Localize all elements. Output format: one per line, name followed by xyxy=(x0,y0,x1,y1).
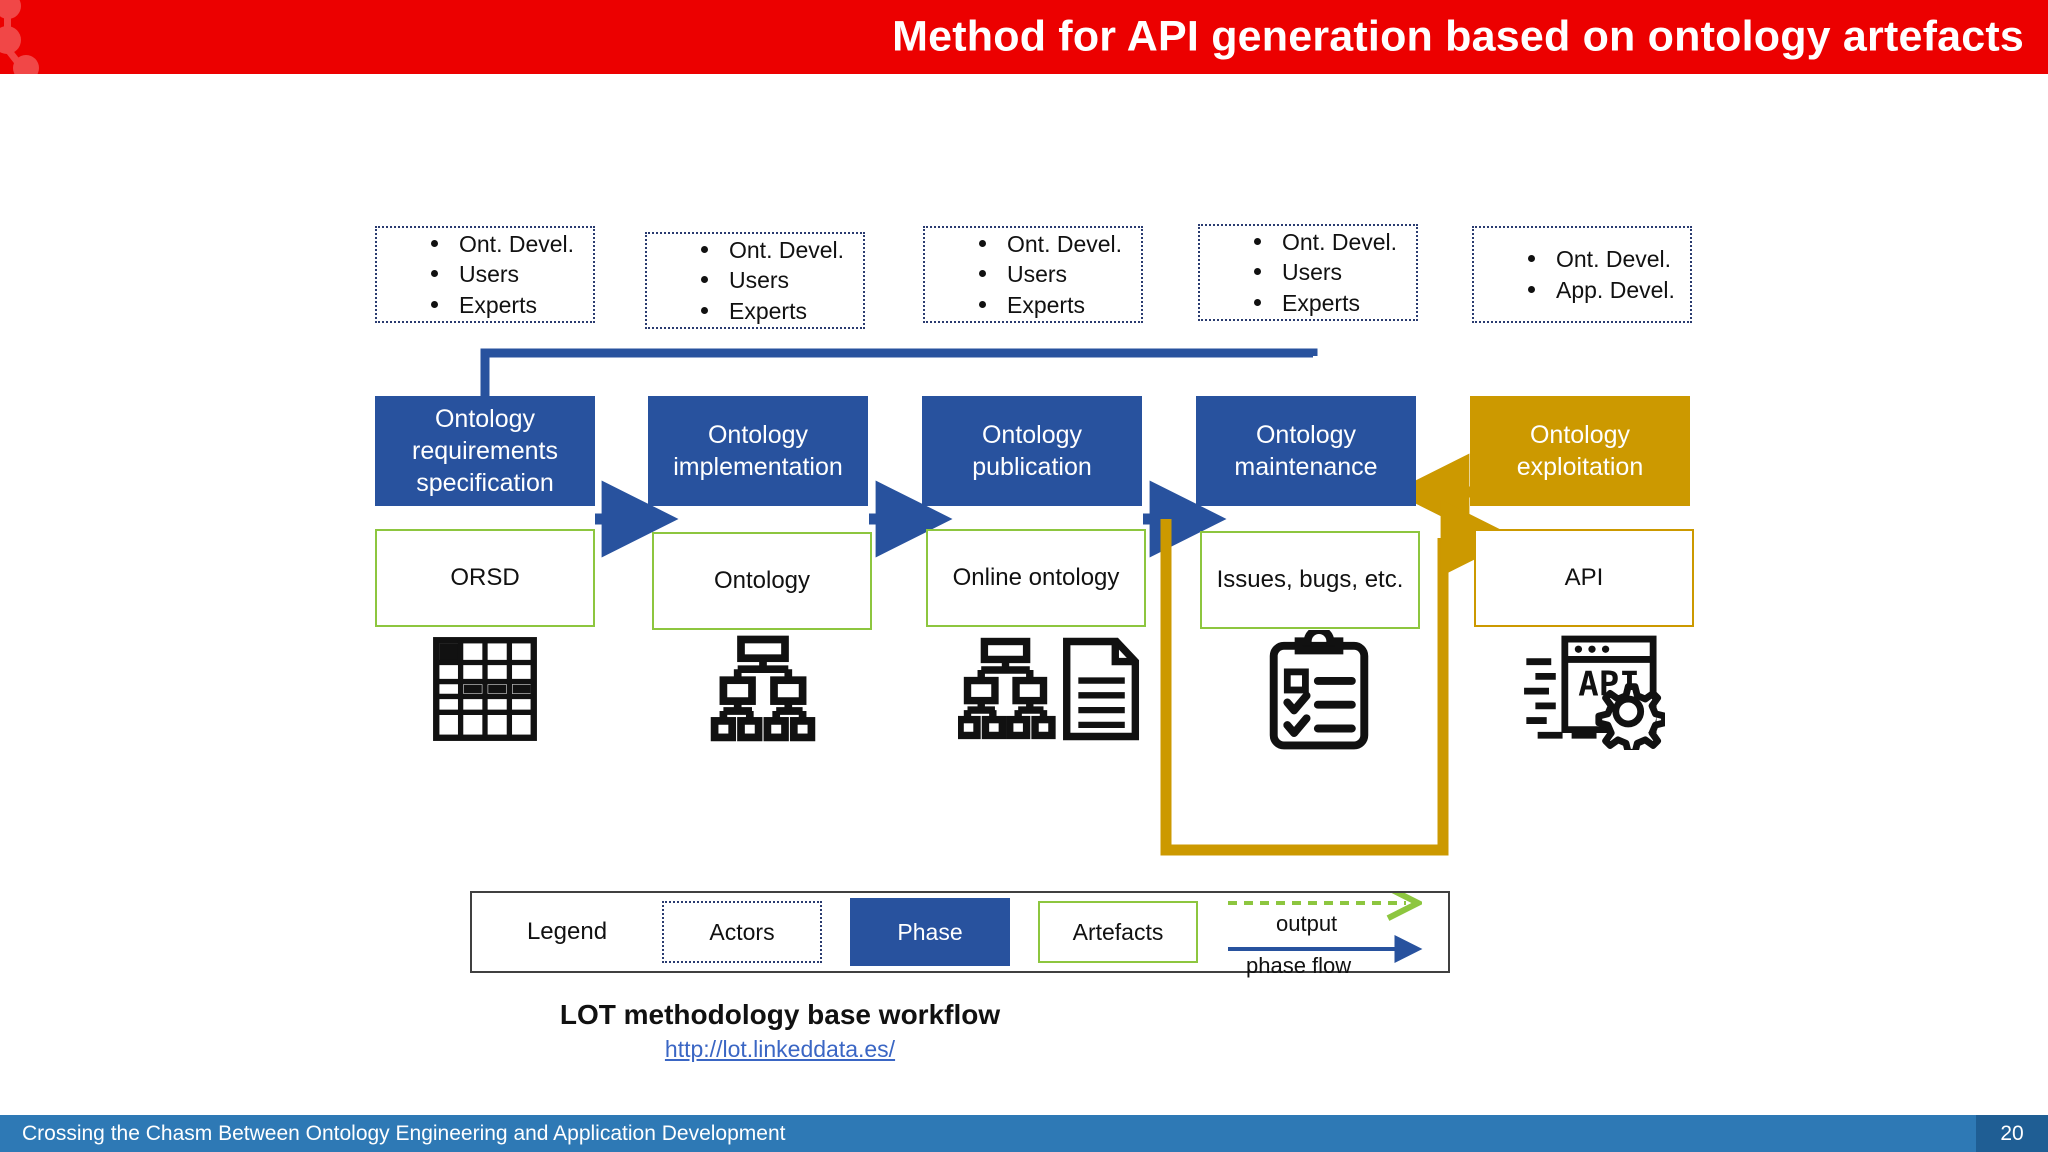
actor-box: Ont. Devel. Users Experts xyxy=(645,232,865,329)
actor-item: Experts xyxy=(699,296,844,326)
actor-item: App. Devel. xyxy=(1526,275,1675,305)
api-gear-icon: API xyxy=(1524,635,1665,750)
slide-footer: Crossing the Chasm Between Ontology Engi… xyxy=(0,1115,2048,1152)
actor-item: Ont. Devel. xyxy=(1526,244,1675,274)
legend-title: Legend xyxy=(526,918,608,945)
actor-box: Ont. Devel. App. Devel. xyxy=(1472,226,1692,323)
diagram-canvas: Ont. Devel. Users Experts Ont. Devel. Us… xyxy=(0,74,2048,1115)
phase-box-implementation[interactable]: Ontology implementation xyxy=(648,396,868,506)
phase-label: Ontology exploitation xyxy=(1516,421,1644,481)
legend-phase-label: Phase xyxy=(897,918,963,945)
actor-item: Experts xyxy=(977,290,1122,320)
hierarchy-document-icon xyxy=(958,637,1140,741)
artefact-label: Ontology xyxy=(713,567,811,594)
actor-item: Ont. Devel. xyxy=(699,235,844,265)
actor-item: Users xyxy=(977,259,1122,289)
molecule-nodes-icon xyxy=(0,0,39,74)
phase-label: Ontology publication xyxy=(972,421,1092,481)
artefact-label: ORSD xyxy=(450,564,520,591)
phase-box-requirements[interactable]: Ontology requirements specification xyxy=(375,396,595,506)
spreadsheet-table-icon xyxy=(433,637,537,741)
phase-box-maintenance[interactable]: Ontology maintenance xyxy=(1196,396,1416,506)
actor-item: Users xyxy=(699,265,844,295)
legend-box: Legend Actors Phase Artefacts xyxy=(470,891,1450,978)
actor-item: Experts xyxy=(1252,288,1397,318)
legend-arrow-icons xyxy=(1228,893,1423,963)
page-number-badge: 20 xyxy=(1976,1115,2048,1152)
artefact-box-api: API xyxy=(1474,529,1694,627)
page-title: Method for API generation based on ontol… xyxy=(892,12,2024,61)
actor-box: Ont. Devel. Users Experts xyxy=(1198,224,1418,321)
lot-url-link[interactable]: http://lot.linkeddata.es/ xyxy=(664,1036,896,1062)
legend-actors-swatch: Actors xyxy=(662,901,822,963)
clipboard-checklist-icon xyxy=(1269,630,1369,750)
artefact-label: API xyxy=(1564,564,1604,591)
actor-box: Ont. Devel. Users Experts xyxy=(375,226,595,323)
phase-label: Ontology maintenance xyxy=(1234,421,1378,481)
diagram-caption: LOT methodology base workflow xyxy=(559,999,1001,1030)
actor-item: Experts xyxy=(429,290,574,320)
phase-label: Ontology implementation xyxy=(673,421,843,481)
actor-item: Ont. Devel. xyxy=(977,229,1122,259)
legend-artefacts-label: Artefacts xyxy=(1072,918,1164,945)
phase-box-exploitation[interactable]: Ontology exploitation xyxy=(1470,396,1690,506)
slide-header: Method for API generation based on ontol… xyxy=(0,0,2048,74)
artefact-box-ontology: Ontology xyxy=(652,532,872,630)
footer-title: Crossing the Chasm Between Ontology Engi… xyxy=(22,1121,786,1145)
legend-phaseflow-label: phase flow xyxy=(1246,953,1352,978)
legend-actors-label: Actors xyxy=(709,918,775,945)
artefact-box-orsd: ORSD xyxy=(375,529,595,627)
phase-label: Ontology requirements specification xyxy=(412,405,558,497)
legend-artefacts-swatch: Artefacts xyxy=(1038,901,1198,963)
actor-item: Users xyxy=(1252,257,1397,287)
legend-arrow-group: output phase flow xyxy=(1224,893,1424,978)
phase-box-publication[interactable]: Ontology publication xyxy=(922,396,1142,506)
actor-item: Users xyxy=(429,259,574,289)
actor-item: Ont. Devel. xyxy=(1252,227,1397,257)
artefact-box-online-ontology: Online ontology xyxy=(926,529,1146,627)
artefact-label: Online ontology xyxy=(952,564,1120,591)
artefact-label: Issues, bugs, etc. xyxy=(1216,566,1404,593)
legend-output-label: output xyxy=(1276,911,1338,936)
actor-box: Ont. Devel. Users Experts xyxy=(923,226,1143,323)
legend-phase-swatch: Phase xyxy=(850,898,1010,966)
artefact-box-issues: Issues, bugs, etc. xyxy=(1200,531,1420,629)
actor-item: Ont. Devel. xyxy=(429,229,574,259)
hierarchy-icon xyxy=(710,635,816,742)
